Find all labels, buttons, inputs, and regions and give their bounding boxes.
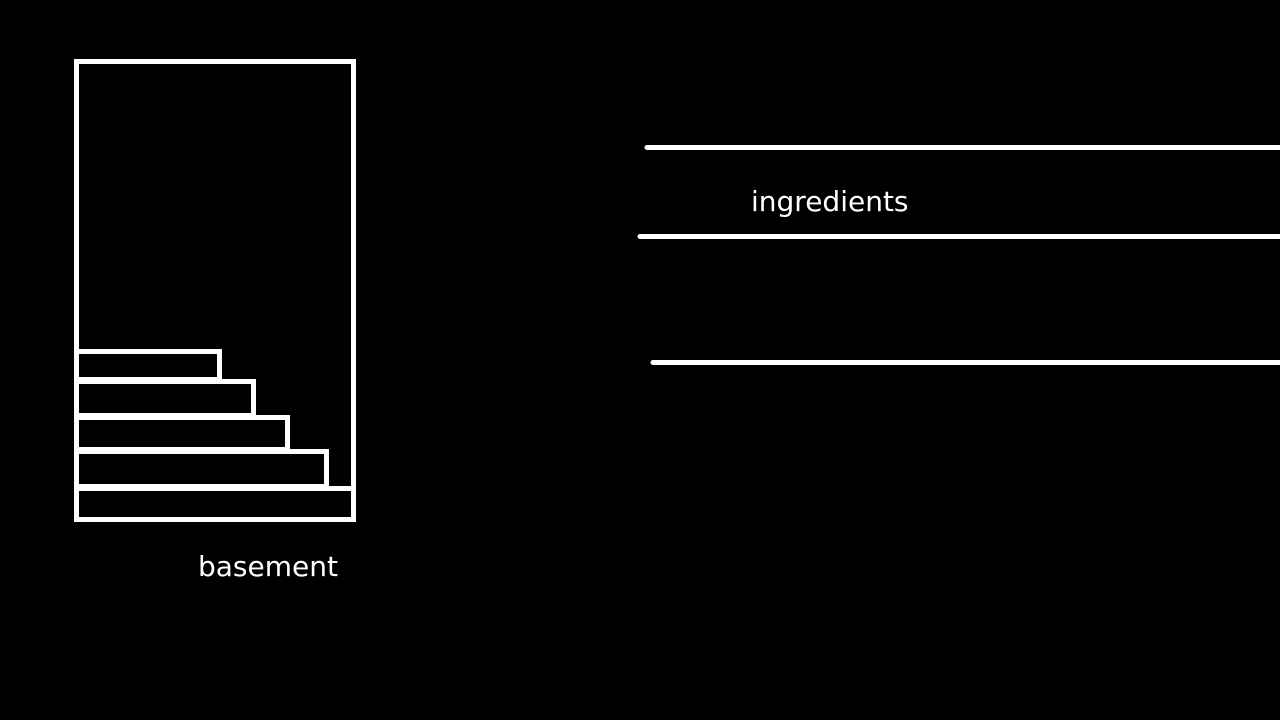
basement-drawing — [74, 59, 356, 522]
stair-step-3 — [74, 415, 290, 452]
basement-label: basement — [198, 550, 338, 583]
ingredients-label: ingredients — [751, 185, 909, 218]
stair-step-4 — [74, 449, 329, 489]
stair-step-1 — [74, 349, 222, 382]
stair-step-5 — [74, 486, 356, 522]
stair-step-2 — [74, 379, 256, 418]
ingredients-shelf — [637, 145, 1280, 365]
basement-stairs — [74, 349, 356, 522]
